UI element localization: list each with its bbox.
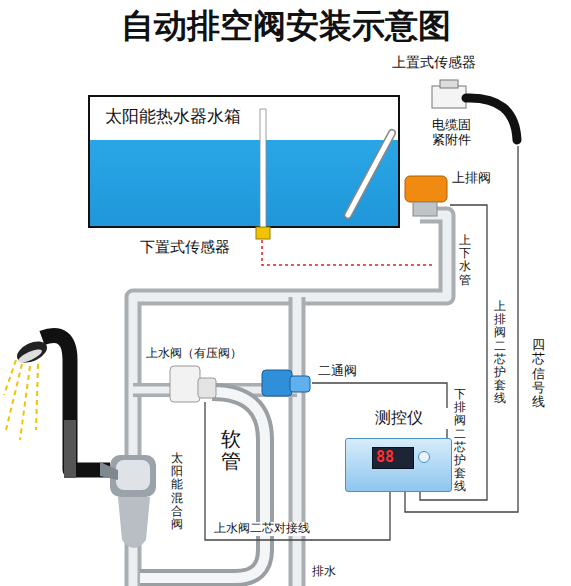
controller-housing: 88 xyxy=(345,438,452,492)
water-tank: 太阳能热水器水箱 xyxy=(88,95,400,228)
lcd-display: 88 xyxy=(372,447,414,469)
valve-label: 二通阀 xyxy=(318,364,357,379)
hose-label: 软管 xyxy=(221,428,241,472)
wire-label: 上水阀二芯对接线 xyxy=(214,522,310,536)
pipe-label: 上下水管 xyxy=(459,234,471,287)
diagram-title: 自动排空阀安装示意图 xyxy=(0,4,571,49)
display-digits: 88 xyxy=(376,449,394,466)
controller-unit: 测控仪 88 xyxy=(345,408,452,492)
device-heading: 测控仪 xyxy=(345,408,452,429)
drain-label: 排水 xyxy=(312,565,336,579)
wire-label: 四芯信号线 xyxy=(532,338,545,409)
part-label: 电缆固紧附件 xyxy=(432,118,471,148)
valve-label: 上水阀（有压阀） xyxy=(146,347,242,361)
wire-label: 下排阀二芯护套线 xyxy=(454,388,466,494)
sensor-label: 上置式传感器 xyxy=(392,54,476,70)
valve-label: 太阳能混合阀 xyxy=(171,452,183,531)
node-label: 太阳能热水器水箱 xyxy=(105,105,241,128)
wire-label: 上排阀二芯护套线 xyxy=(494,300,506,406)
button-dot xyxy=(418,451,430,463)
sensor-label: 下置式传感器 xyxy=(140,239,230,256)
valve-label: 上排阀 xyxy=(452,171,491,186)
